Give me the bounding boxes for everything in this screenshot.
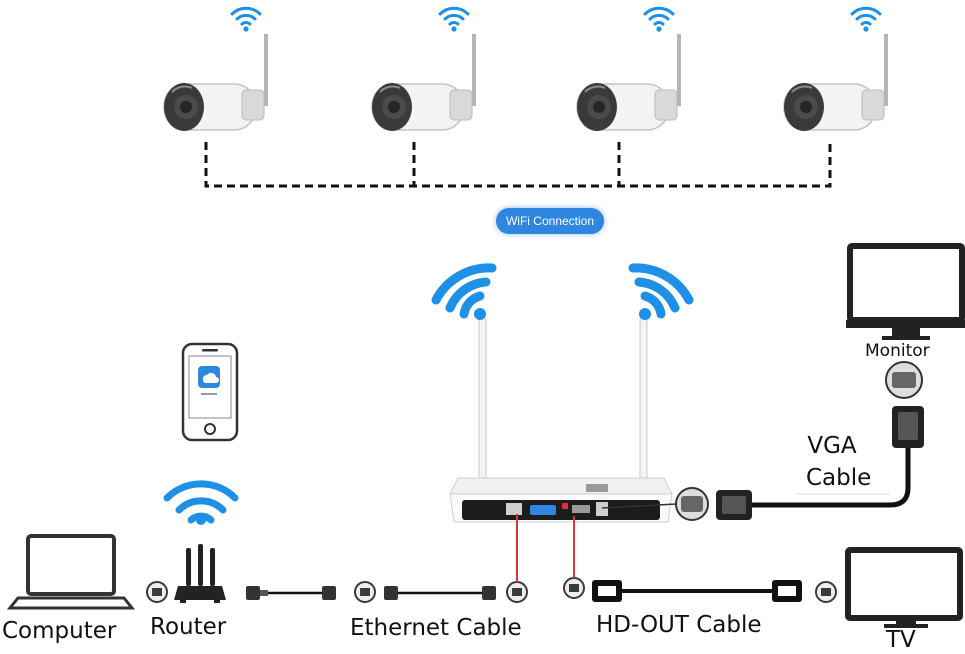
router-icon [174,544,226,603]
ethernet-connector-icon [354,581,376,603]
wifi-icon [628,263,694,320]
ethernet-connector-icon [146,581,168,603]
ethernet-connector-icon [506,581,528,603]
monitor-label: Monitor [865,341,930,361]
wifi-icon [431,263,497,320]
camera-icon [371,6,477,132]
smartphone-icon [181,342,239,442]
ethernet-cable-label: Ethernet Cable [350,615,522,641]
hdmi-connector-icon [563,577,585,599]
ethernet-connector-icon [246,586,336,600]
camera-icon [783,6,889,132]
wifi-icon [163,480,239,525]
wifi-link-lines [204,142,832,188]
tv-label: TV [886,627,916,653]
nvr-antenna-left [478,317,487,505]
monitor-icon [846,243,965,340]
nvr-antenna-right [639,317,648,505]
laptop-icon [6,534,136,610]
ethernet-connector-icon [384,586,496,600]
vga-connector-icon [601,361,924,521]
wifi-connection-badge: WiFi Connection [496,208,604,234]
camera-icon [163,6,269,132]
router-label: Router [150,614,227,640]
nvr-icon [449,477,673,523]
hdmi-connector-icon [592,580,802,602]
vga-cable-label: VGA Cable [806,430,872,494]
vga-cable-label-line2: Cable [806,465,872,491]
tv-icon [845,547,963,628]
hd-out-cable-label: HD-OUT Cable [596,612,762,638]
computer-label: Computer [2,618,117,644]
hdmi-connector-icon [815,581,837,603]
vga-cable-label-line1: VGA [807,433,857,459]
camera-icon [576,6,682,132]
